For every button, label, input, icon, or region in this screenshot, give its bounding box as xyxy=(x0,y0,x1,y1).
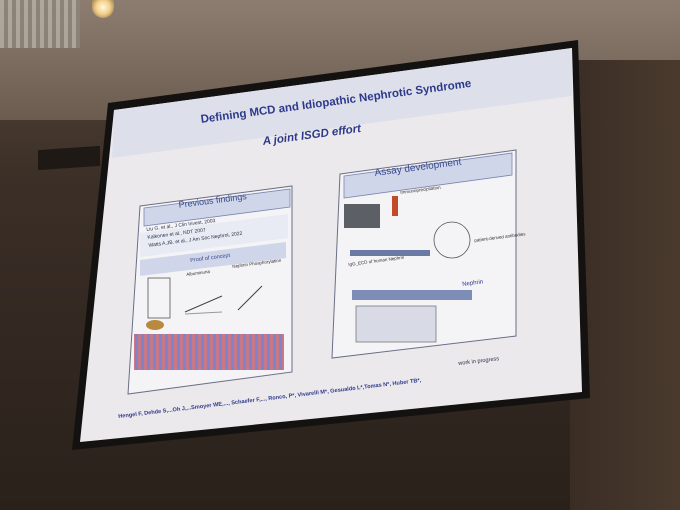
tube-icon xyxy=(392,196,398,216)
ceiling-light xyxy=(92,0,114,18)
proof-header-box xyxy=(140,242,286,276)
patient-grid xyxy=(344,204,380,228)
curve-line-1 xyxy=(184,295,223,313)
nephrin-chain xyxy=(350,250,430,256)
gel-image xyxy=(147,277,171,319)
left-figures xyxy=(134,277,284,370)
bar-plot-line xyxy=(237,285,263,311)
protein-structure xyxy=(355,305,437,343)
slide-header-band xyxy=(112,48,572,158)
refs-box xyxy=(140,214,288,257)
wall-right xyxy=(570,60,680,510)
right-figures xyxy=(344,196,472,343)
mouse-image xyxy=(146,320,164,330)
nephrin-domains xyxy=(352,290,472,300)
ceiling-vent xyxy=(0,0,80,48)
antibody-circle xyxy=(433,221,471,259)
curve-line-2 xyxy=(184,311,223,315)
right-header-box xyxy=(343,152,513,199)
left-header-box xyxy=(143,188,291,227)
heatmap-pattern xyxy=(134,334,284,370)
